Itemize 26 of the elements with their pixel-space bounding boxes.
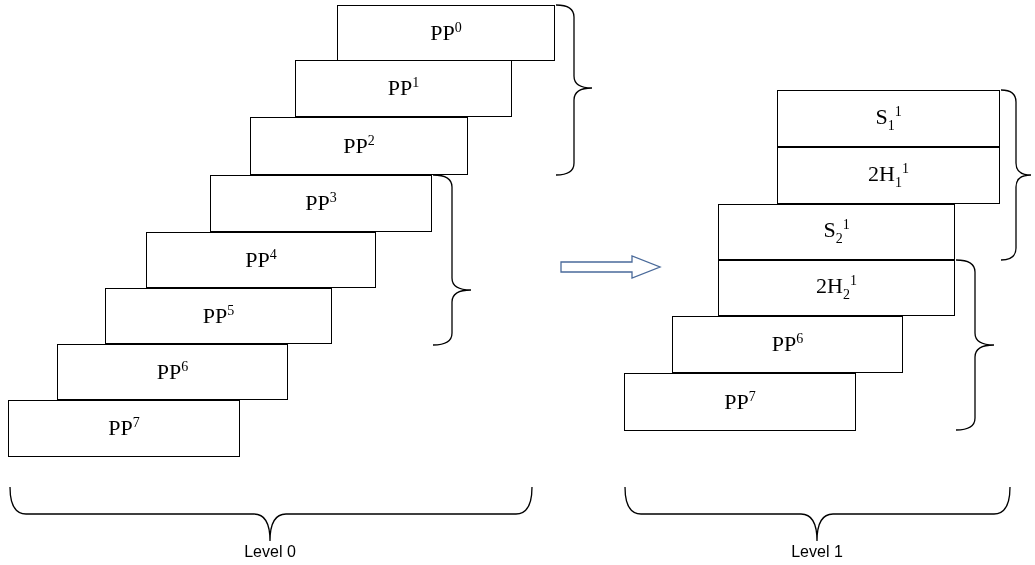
partial-product-box	[210, 175, 432, 232]
box-label: PP$^{7}$	[108, 415, 140, 442]
partial-product-box	[672, 316, 903, 373]
partial-product-box	[250, 117, 468, 175]
box-label: PP$^{7}$	[724, 388, 756, 416]
box-label: PP$^{3}$	[305, 190, 337, 217]
partial-product-box	[777, 90, 1000, 147]
partial-product-box	[624, 373, 856, 431]
partial-product-box	[57, 344, 288, 400]
partial-product-box	[105, 288, 332, 344]
partial-product-box	[718, 204, 955, 260]
partial-product-box	[146, 232, 376, 288]
box-label: PP$^{0}$	[430, 19, 462, 47]
box-label: PP$^{6}$	[771, 331, 804, 358]
partial-product-box	[337, 5, 555, 61]
box-label: PP$^{4}$	[245, 246, 277, 274]
partial-product-box	[718, 260, 955, 316]
partial-product-box	[8, 400, 240, 457]
box-label: PP$^{6}$	[156, 358, 189, 386]
box-label: PP$^{2}$	[343, 132, 375, 160]
box-label: PP$^{5}$	[202, 302, 235, 330]
level-label: Level 1	[791, 543, 843, 561]
partial-product-box	[777, 147, 1000, 204]
level-label: Level 0	[244, 543, 296, 561]
box-label: PP$^{1}$	[387, 75, 420, 102]
partial-product-box	[295, 60, 512, 117]
